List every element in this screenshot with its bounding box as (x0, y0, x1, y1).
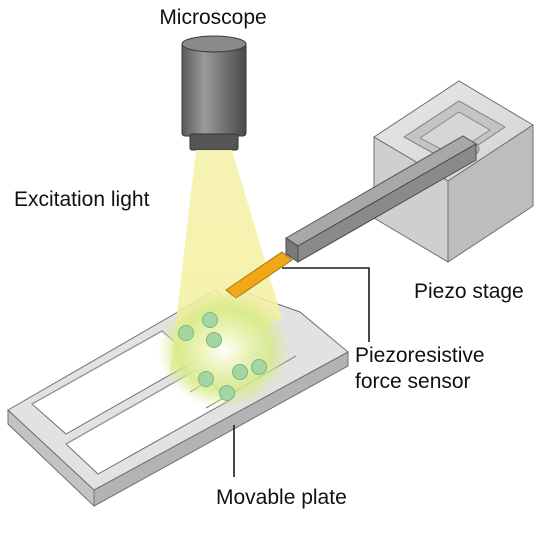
cell (206, 332, 222, 348)
force-sensor-leader-line (282, 267, 370, 342)
microscope-objective-body (181, 41, 247, 137)
cell (178, 325, 194, 341)
movable-plate-label: Movable plate (216, 486, 347, 509)
cell (251, 359, 267, 375)
cell (232, 364, 248, 380)
force-sensor-label-line2: force sensor (355, 370, 471, 393)
piezo-stage-label: Piezo stage (414, 280, 524, 303)
cantilever (285, 135, 477, 263)
microscope-objective-top (181, 35, 247, 53)
microscope (181, 35, 247, 151)
microscope-label: Microscope (159, 6, 266, 29)
piezo-stage-right-face (447, 124, 534, 263)
cells (178, 312, 267, 401)
microscope-objective-tip (189, 133, 239, 151)
cell (219, 385, 235, 401)
fluorescence-glow (158, 292, 290, 408)
cell (198, 371, 214, 387)
excitation-light-label: Excitation light (14, 188, 150, 211)
cantilever-bottom (297, 143, 477, 263)
cell (202, 312, 218, 328)
force-sensor-label-line1: Piezoresistive (355, 344, 485, 367)
